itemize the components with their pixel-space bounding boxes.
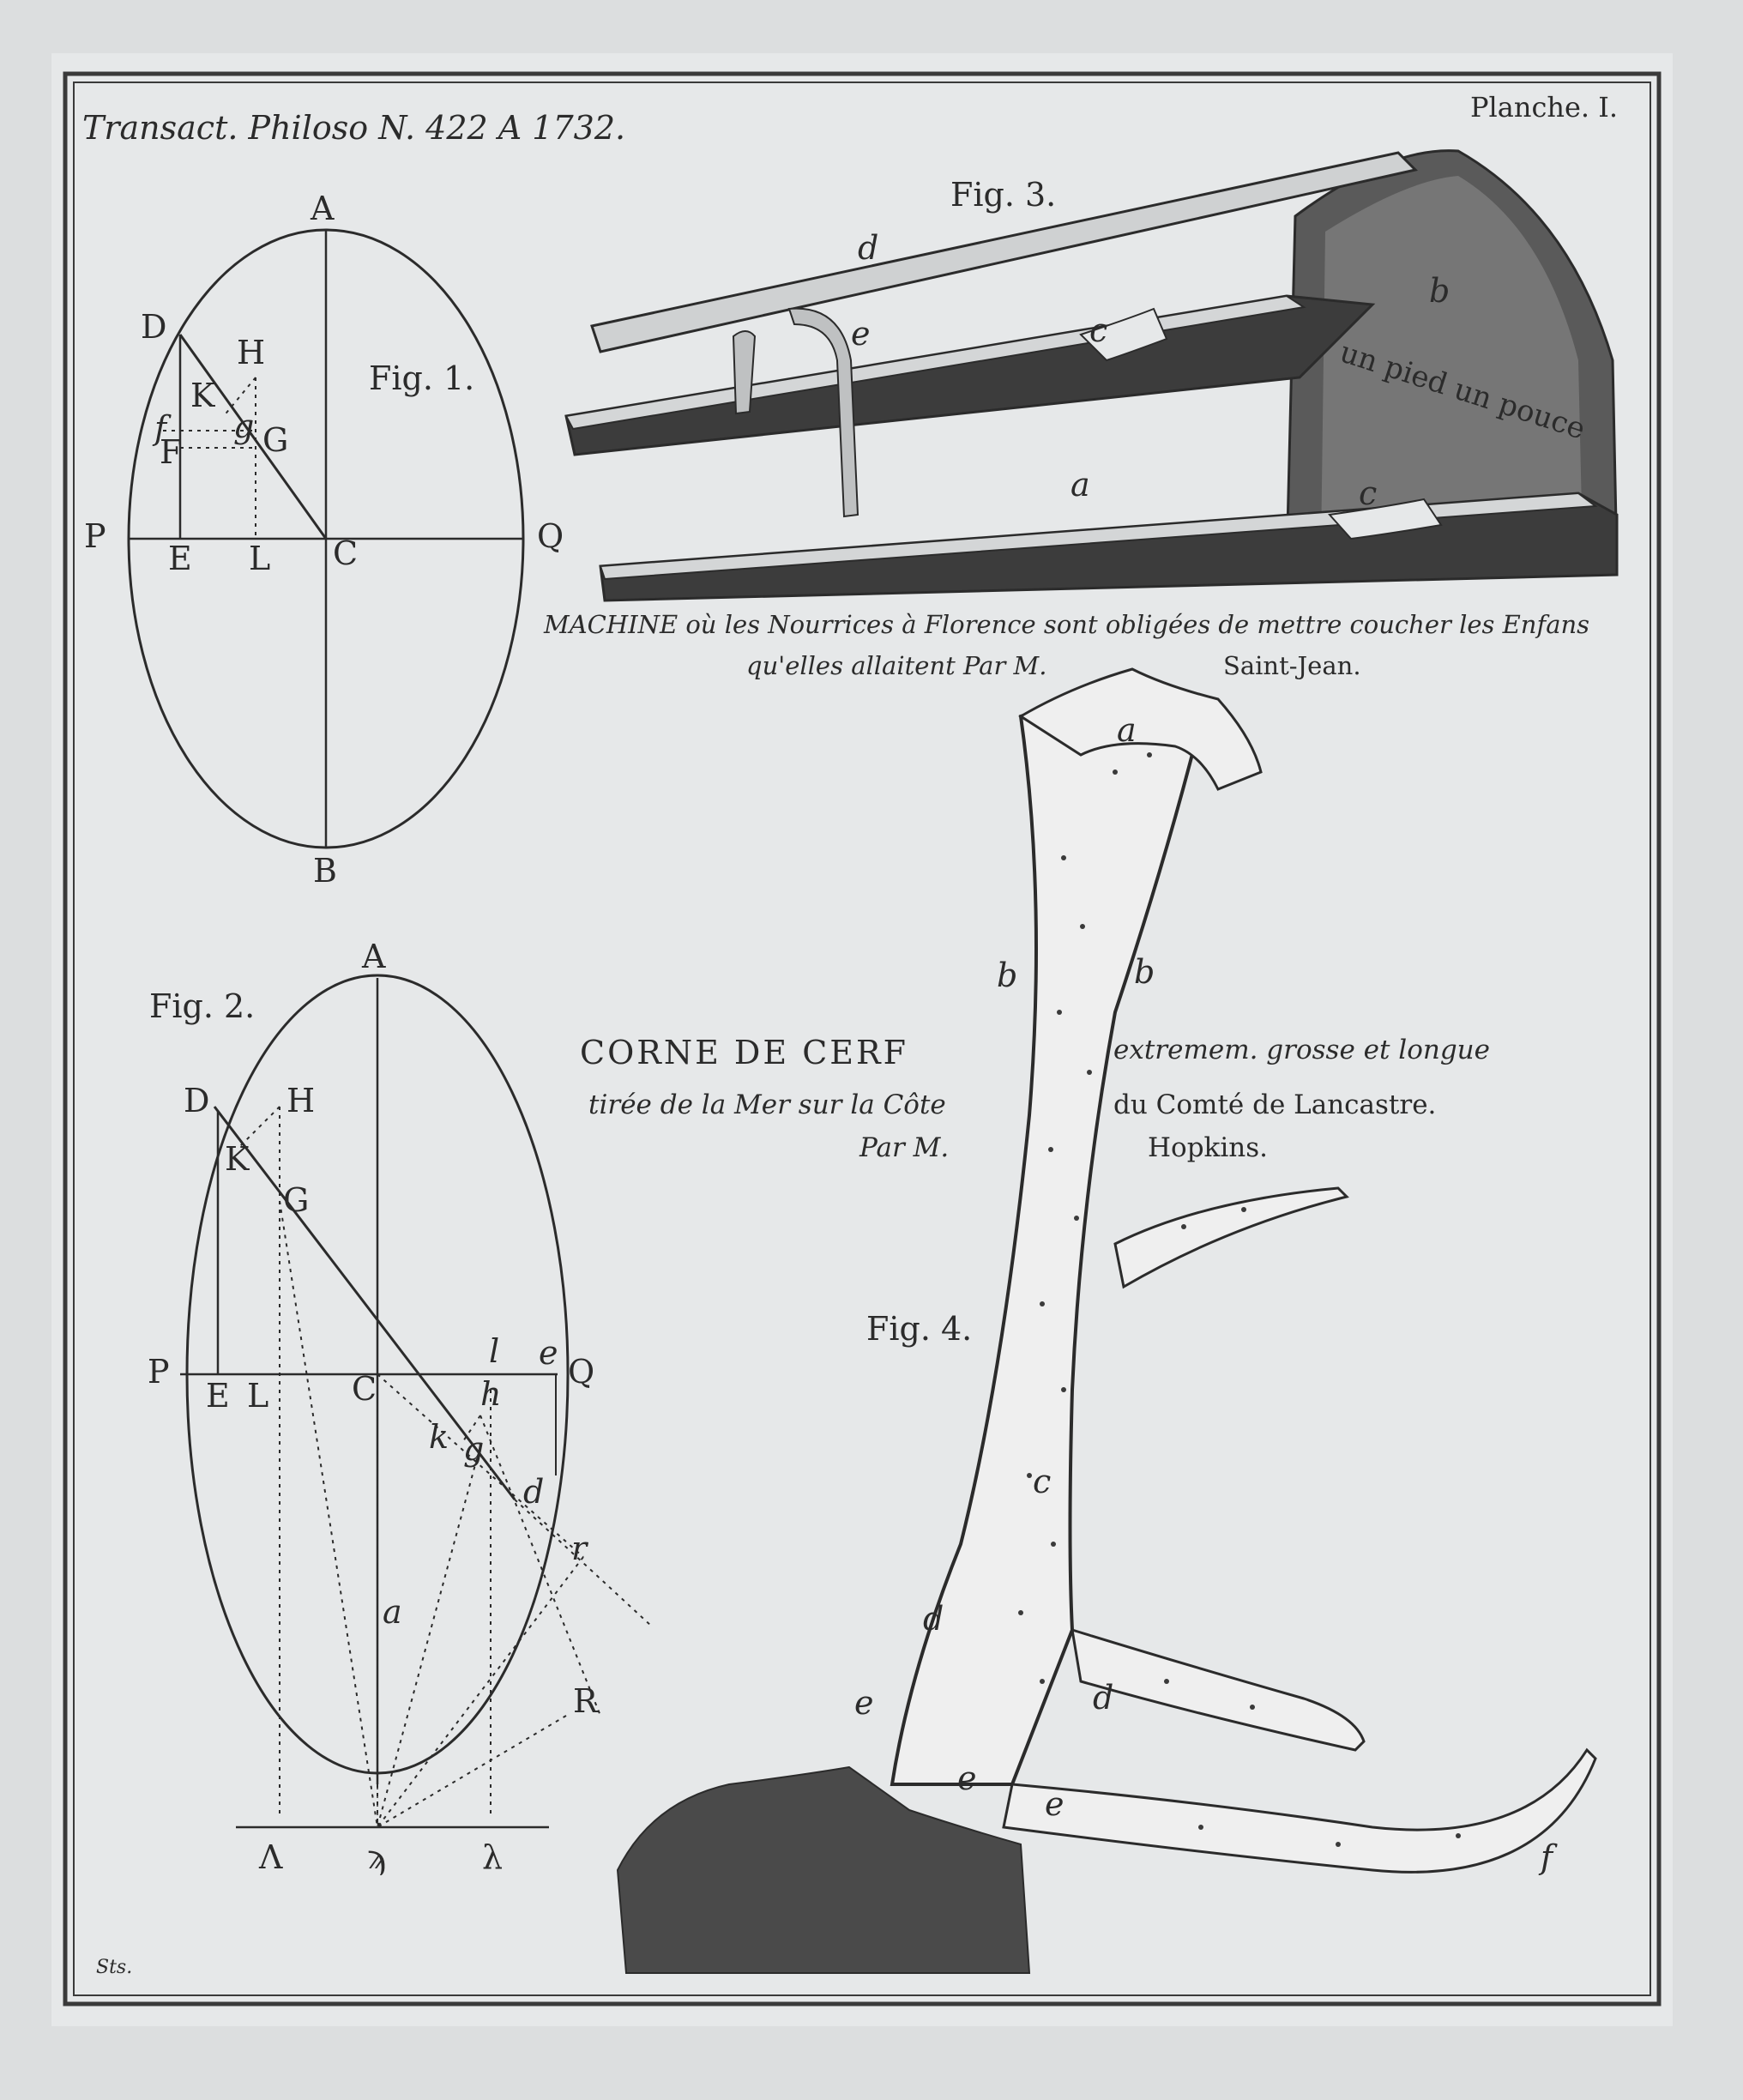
fig1-label-k: K <box>190 377 215 414</box>
fig4-base-burr <box>616 1765 1031 1974</box>
fig4-label-e-left: e <box>854 1684 874 1722</box>
fig2-dotted-hk <box>239 1106 280 1147</box>
fig3-upper-notch <box>1079 307 1168 362</box>
fig4-pearling <box>1018 752 1461 1847</box>
fig2-label-e-upper: E <box>206 1377 230 1415</box>
plate-border-inner <box>73 81 1651 1996</box>
fig2-dotted-hk-small <box>462 1415 481 1442</box>
fig2-label-a-upper: A <box>361 938 386 975</box>
fig2-label-g-lower: g <box>463 1430 484 1468</box>
fig2-label-c: C <box>352 1370 377 1408</box>
fig4-caption-line3-left: Par M. <box>859 1132 949 1163</box>
fig3-title: Fig. 3. <box>950 176 1056 214</box>
fig1-label-f-upper: F <box>160 433 182 471</box>
fig4-label-e-right: e <box>1045 1785 1064 1823</box>
fig3-caption-line1: MACHINE où les Nourrices à Florence sont… <box>543 610 1589 639</box>
fig1-label-l: L <box>249 540 270 577</box>
fig3-label-a: a <box>1071 466 1090 504</box>
fig1-label-p: P <box>84 517 106 555</box>
fig2-dotted-R-qoppa <box>377 1715 567 1828</box>
figure-3-machine: Fig. 3. un pied un pouce a b c c d e MAC… <box>543 149 1619 680</box>
fig4-caption-title: CORNE DE CERF <box>580 1034 908 1071</box>
fig2-title: Fig. 2. <box>149 987 255 1025</box>
fig2-label-q: Q <box>568 1353 594 1391</box>
fig4-brow-tine <box>1002 1747 1597 1874</box>
fig4-label-e-middle: e <box>957 1759 977 1797</box>
fig2-label-a-lower: a <box>383 1593 402 1631</box>
fig1-label-b: B <box>313 852 337 890</box>
fig3-label-c-upper: c <box>1089 311 1107 349</box>
fig4-caption-line2-right: du Comté de Lancastre. <box>1113 1089 1436 1120</box>
fig3-lower-notch <box>1328 498 1443 540</box>
fig3-top-bar <box>590 151 1418 353</box>
fig4-caption-line3-right: Hopkins. <box>1148 1132 1268 1163</box>
plate-border-outer <box>63 71 1662 2006</box>
fig2-dotted-extension <box>514 1499 653 1627</box>
fig2-label-lambda-lower: λ <box>482 1838 503 1876</box>
fig4-label-d-left: d <box>923 1600 944 1638</box>
fig4-label-a: a <box>1117 711 1137 749</box>
fig2-diameter-dd <box>213 1106 516 1500</box>
engraver-signature: Sts. <box>96 1957 132 1978</box>
fig2-label-d: D <box>184 1082 209 1119</box>
fig2-label-k-upper: K <box>225 1140 250 1178</box>
fig1-label-g-lower: g <box>233 407 254 445</box>
fig1-label-e: E <box>168 540 192 577</box>
fig1-title: Fig. 1. <box>369 359 474 397</box>
fig1-label-g-upper: G <box>262 421 288 459</box>
fig2-dotted-g-small-qoppa <box>377 1457 478 1828</box>
fig4-caption-line2-left: tirée de la Mer sur la Côte <box>588 1089 946 1120</box>
fig2-label-r-lower: r <box>571 1530 589 1567</box>
fig3-label-b: b <box>1429 272 1450 310</box>
fig4-caption-title-right: extremem. grosse et longue <box>1113 1035 1490 1065</box>
fig4-label-c: c <box>1033 1463 1051 1500</box>
fig4-label-b-left: b <box>997 956 1017 994</box>
fig2-label-l-lower: l <box>489 1332 499 1370</box>
fig4-label-d-right: d <box>1093 1679 1113 1717</box>
fig1-label-c: C <box>333 534 358 572</box>
fig2-label-p: P <box>148 1353 170 1391</box>
fig2-label-e-lower: e <box>539 1334 558 1372</box>
journal-reference: Transact. Philoso N. 422 A 1732. <box>82 109 625 147</box>
fig3-caption-line2-right: Saint-Jean. <box>1223 651 1361 680</box>
fig2-label-qoppa: ϡ <box>367 1838 386 1876</box>
fig1-label-h: H <box>237 334 265 371</box>
fig3-label-e: e <box>851 315 871 353</box>
fig1-label-a: A <box>310 190 335 227</box>
fig2-label-lambda-upper: Λ <box>258 1838 283 1876</box>
fig1-label-d: D <box>141 308 166 346</box>
fig3-back-board-shading <box>1321 176 1583 549</box>
plate-number: Planche. I. <box>1470 91 1618 124</box>
fig1-diameter-dc <box>178 334 328 540</box>
fig4-upper-tine <box>1113 1186 1349 1289</box>
fig2-label-k-lower: k <box>429 1418 449 1456</box>
fig4-main-beam <box>890 700 1203 1786</box>
fig2-dotted-g-qoppa <box>279 1200 378 1828</box>
fig2-dotted-r-qoppa <box>377 1556 584 1828</box>
fig3-caption-line2-left: qu'elles allaitent Par M. <box>746 651 1046 680</box>
fig2-label-h-upper: H <box>286 1082 315 1119</box>
fig2-dotted-c-r <box>377 1373 584 1558</box>
figure-4-antler: Fig. 4. a b b c d d e e e f C <box>580 667 1597 1974</box>
fig4-crown <box>1018 667 1263 791</box>
fig2-label-g-upper: G <box>283 1181 309 1219</box>
fig2-label-h-lower: h <box>480 1375 501 1413</box>
fig2-label-l-upper: L <box>247 1377 268 1415</box>
fig4-title: Fig. 4. <box>866 1310 972 1348</box>
fig3-hoop-back <box>732 330 757 415</box>
figure-2: Fig. 2. A C D E G H K L P Q R a d e g h … <box>148 938 653 1876</box>
fig2-label-d-lower: d <box>523 1473 544 1511</box>
fig4-label-b-right: b <box>1134 953 1155 991</box>
fig3-label-c-lower: c <box>1359 474 1377 512</box>
fig3-hoop-front <box>787 307 859 518</box>
figure-1: A B C D E F f G g H K L P Q Fig. 1. <box>84 190 564 890</box>
fig4-middle-tine <box>1071 1627 1366 1752</box>
fig3-label-d: d <box>858 229 878 267</box>
fig2-dotted-h-R <box>479 1415 601 1717</box>
fig2-label-r-upper: R <box>573 1682 599 1720</box>
fig1-label-q: Q <box>537 517 564 555</box>
